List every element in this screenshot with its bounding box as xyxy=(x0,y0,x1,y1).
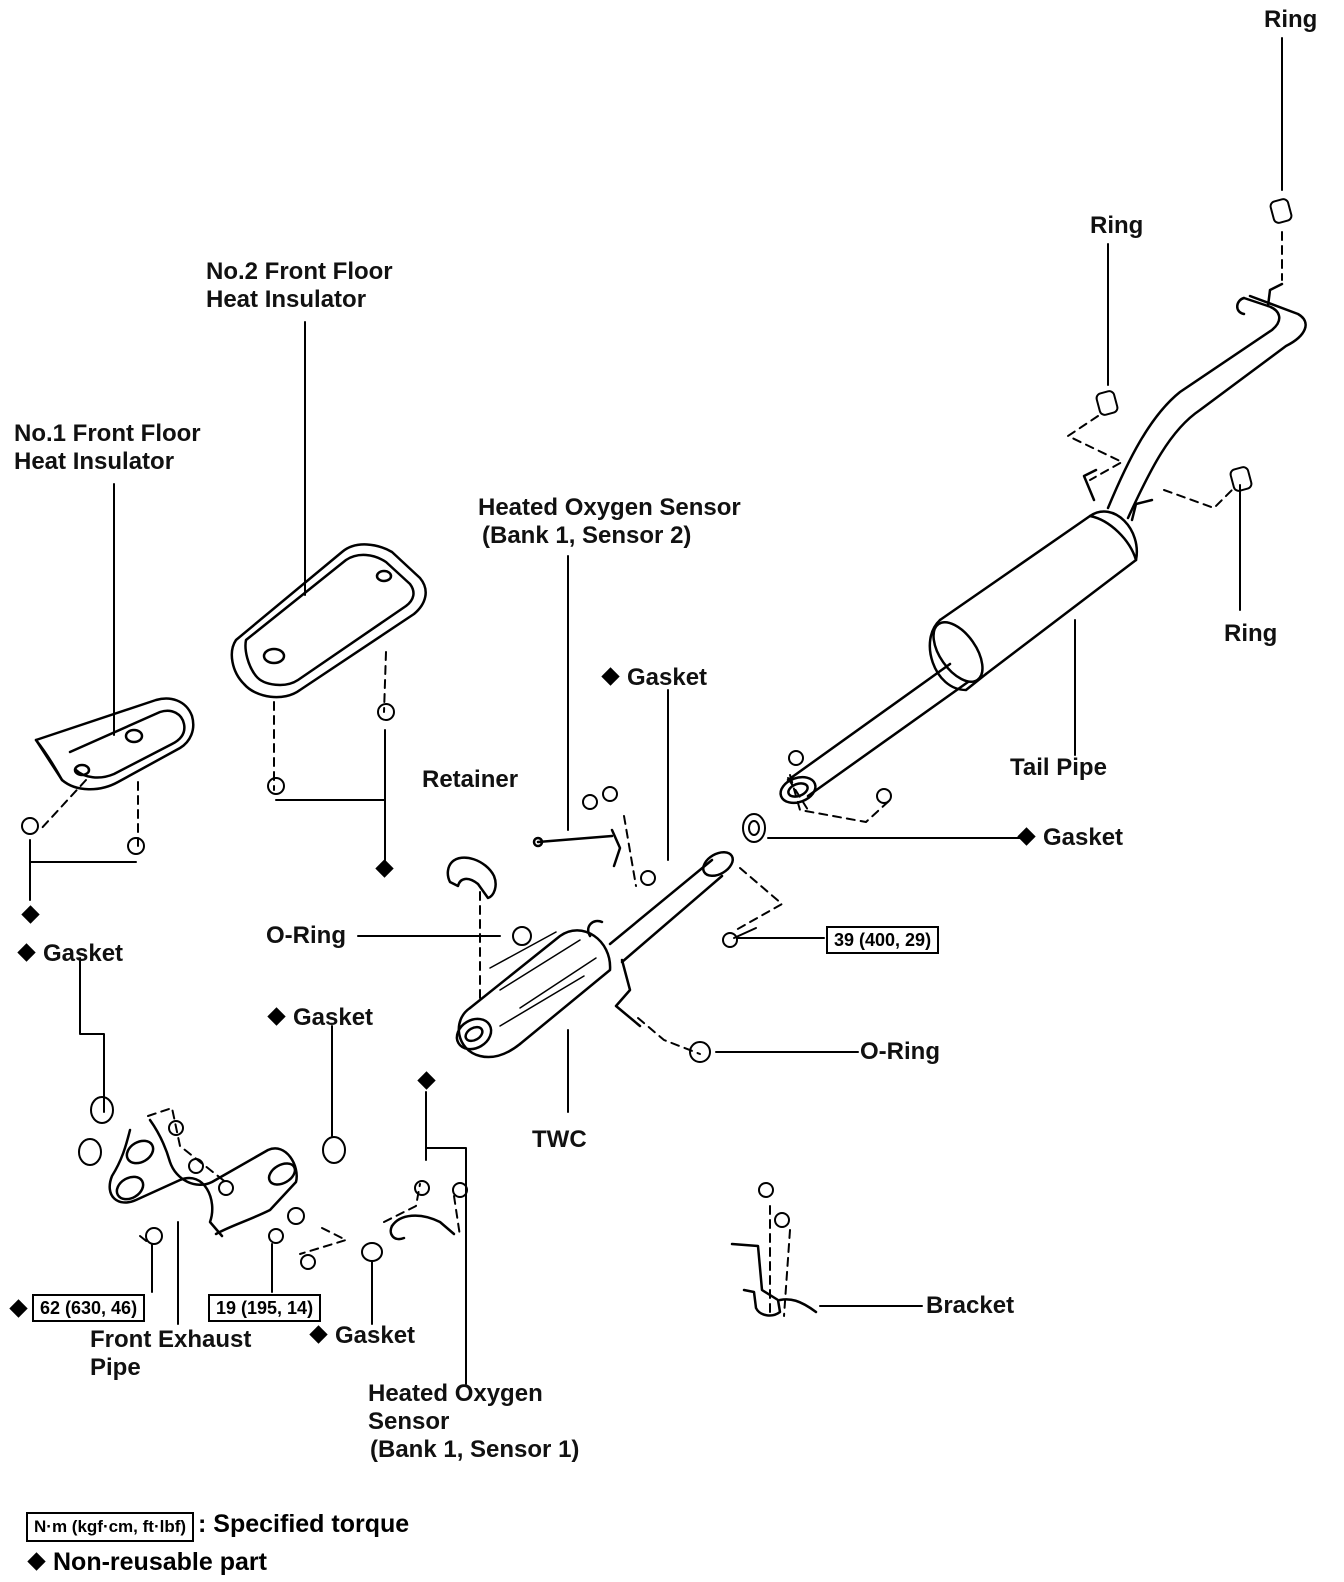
label-oring-right: O-Ring xyxy=(860,1038,940,1065)
label-ring-top: Ring xyxy=(1264,6,1318,33)
legend-nonreusable-text: Non-reusable part xyxy=(53,1548,267,1576)
legend-torque-text: : Specified torque xyxy=(198,1510,410,1538)
no2-insulator-shape xyxy=(230,543,427,699)
ho2s-s1-shape xyxy=(389,1214,456,1241)
no1-insulator-shape xyxy=(34,697,195,791)
nonreusable-marker xyxy=(17,943,36,962)
legend-torque: N·m (kgf·cm, ft·lbf): Specified torque xyxy=(26,1510,409,1542)
tail-pipe-shape xyxy=(779,282,1307,805)
label-ring-mid: Ring xyxy=(1090,212,1144,239)
legend-torque-box: N·m (kgf·cm, ft·lbf) xyxy=(26,1512,195,1542)
label-gasket-mid: Gasket xyxy=(267,1004,373,1032)
label-gasket-tail: Gasket xyxy=(1017,824,1123,852)
nonreusable-marker xyxy=(267,1007,286,1026)
bracket-shape xyxy=(730,1242,818,1317)
label-ho2s-sensor2: Heated Oxygen Sensor(Bank 1, Sensor 2) xyxy=(478,494,741,549)
label-gasket-left: Gasket xyxy=(17,940,123,968)
label-ring-right: Ring xyxy=(1224,620,1278,647)
retainer-shape xyxy=(446,856,497,900)
ho2s-s2-shape xyxy=(532,828,622,868)
nonreusable-marker xyxy=(1017,827,1036,846)
label-oring-left: O-Ring xyxy=(266,922,346,949)
torque-box-39: 39 (400, 29) xyxy=(826,926,940,954)
label-bracket: Bracket xyxy=(926,1292,1015,1319)
nonreusable-marker xyxy=(601,667,620,686)
fasteners xyxy=(21,198,1293,1270)
front-exhaust-pipe-shape xyxy=(108,1118,298,1238)
dashed-assembly-lines xyxy=(39,231,1283,1317)
label-twc: TWC xyxy=(532,1126,587,1153)
torque-box-62: 62 (630, 46) xyxy=(32,1294,146,1322)
leader-lines xyxy=(29,37,1283,1385)
nonreusable-marker xyxy=(309,1325,328,1344)
label-retainer: Retainer xyxy=(422,766,519,793)
torque-box-19: 19 (195, 14) xyxy=(208,1294,322,1322)
twc-shape xyxy=(455,850,734,1059)
label-tail-pipe: Tail Pipe xyxy=(1010,754,1107,781)
label-gasket-bottom: Gasket xyxy=(309,1322,415,1350)
label-gasket-ho2s: Gasket xyxy=(601,664,707,692)
legend-nonreusable: Non-reusable part xyxy=(27,1548,267,1577)
nonreusable-marker xyxy=(27,1552,46,1571)
